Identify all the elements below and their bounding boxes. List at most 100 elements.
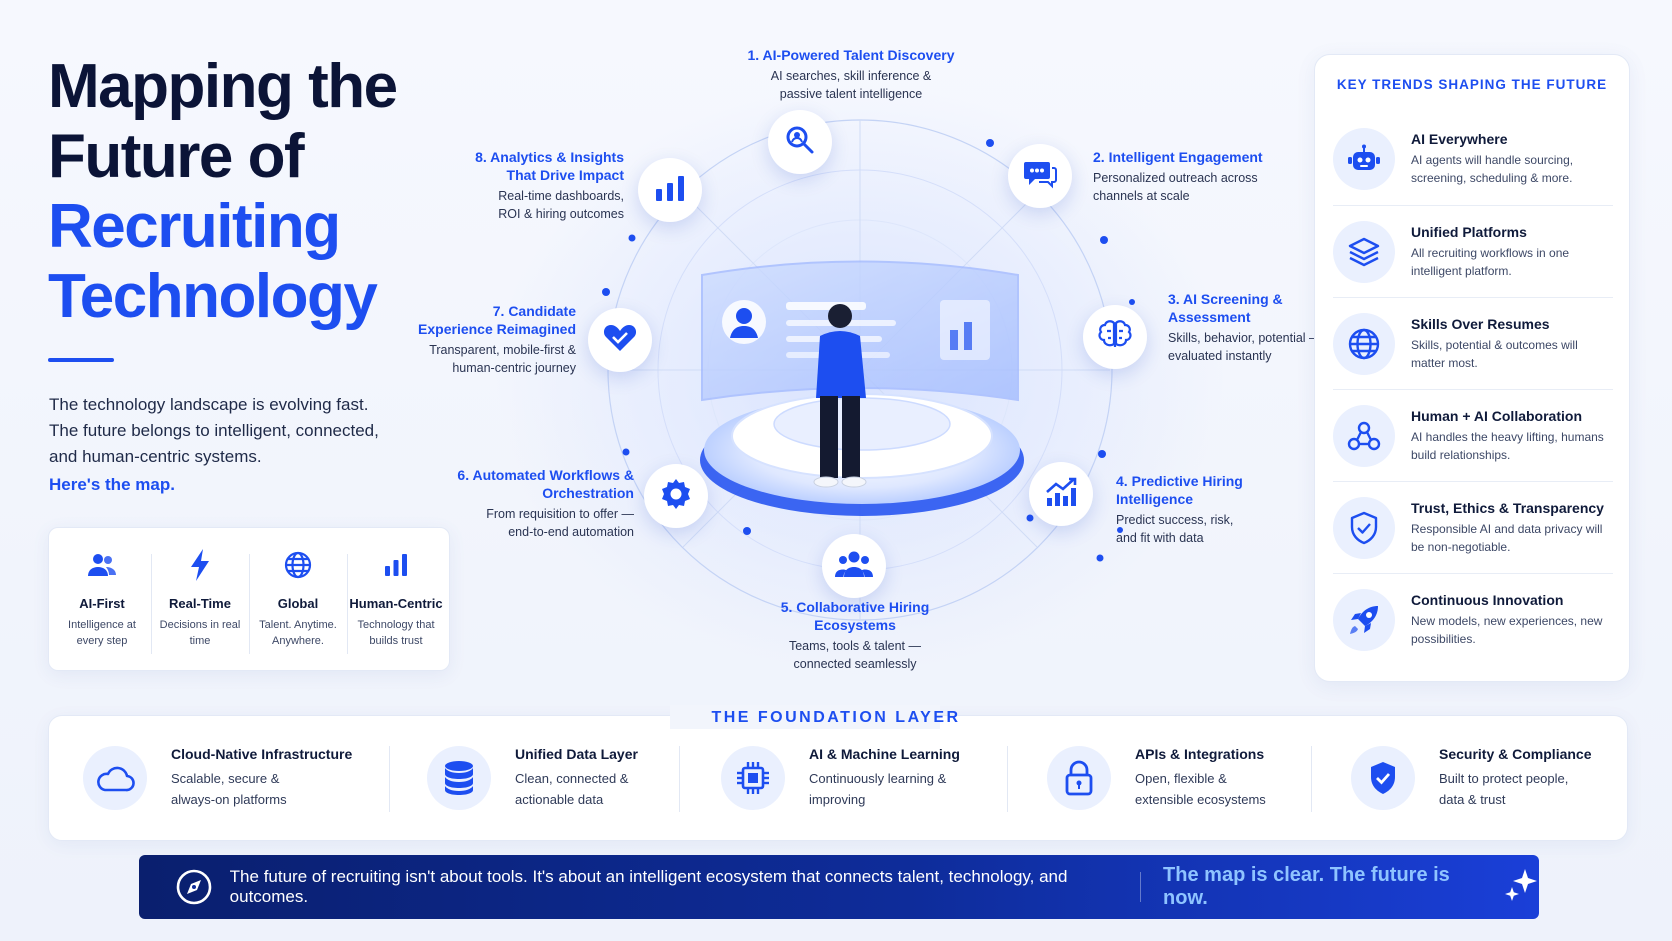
- foundation-item: Security & Compliance Built to protect p…: [1351, 746, 1592, 810]
- trend-title: Skills Over Resumes: [1411, 315, 1550, 332]
- foundation-title: AI & Machine Learning: [809, 746, 960, 762]
- pillar-real-time: Real-Time Decisions in real time: [151, 546, 249, 670]
- foundation-text: Scalable, secure & always-on platforms: [171, 771, 287, 807]
- foundation-divider: [389, 746, 390, 812]
- foundation-layer: Cloud-Native Infrastructure Scalable, se…: [48, 715, 1628, 841]
- node-title: 4. Predictive Hiring Intelligence: [1116, 473, 1243, 507]
- node-predictive[interactable]: [1029, 462, 1093, 526]
- key-trends-panel: KEY TRENDS SHAPING THE FUTURE AI Everywh…: [1314, 54, 1630, 682]
- node-collaborative[interactable]: [822, 534, 886, 598]
- trend-text: AI handles the heavy lifting, humans bui…: [1411, 429, 1604, 462]
- shield-check-icon: [1333, 496, 1395, 559]
- node-title: 7. Candidate Experience Reimagined: [418, 303, 576, 337]
- foundation-item: Unified Data Layer Clean, connected & ac…: [427, 746, 645, 810]
- node-workflows[interactable]: [644, 464, 708, 528]
- person-figure: [813, 304, 867, 488]
- trend-title: Continuous Innovation: [1411, 591, 1564, 608]
- trend-item: Unified Platforms All recruiting workflo…: [1333, 205, 1613, 297]
- title-line-2: Future of: [48, 122, 305, 191]
- node-engagement[interactable]: [1008, 144, 1072, 208]
- robot-icon: [1333, 128, 1395, 190]
- node-text: Real-time dashboards, ROI & hiring outco…: [498, 189, 624, 221]
- intro-cta: Here's the map.: [49, 475, 175, 494]
- pillar-title: Real-Time: [169, 596, 231, 611]
- node-candidate-experience[interactable]: [588, 308, 652, 372]
- analytics-icon: [654, 174, 686, 207]
- pillars-card: AI-First Intelligence at every step Real…: [48, 527, 450, 671]
- node-text: From requisition to offer — end-to-end a…: [486, 507, 634, 539]
- pillar-text: Talent. Anytime. Anywhere.: [259, 619, 337, 647]
- title-line-3: Recruiting: [48, 192, 341, 261]
- shield-icon: [1351, 746, 1415, 810]
- globe-icon: [1333, 312, 1395, 375]
- node-analytics[interactable]: [638, 158, 702, 222]
- banner-text: The future of recruiting isn't about too…: [229, 867, 1068, 906]
- node-screening[interactable]: [1083, 305, 1147, 369]
- foundation-item: AI & Machine Learning Continuously learn…: [721, 746, 960, 810]
- trend-item: AI Everywhere AI agents will handle sour…: [1333, 113, 1613, 205]
- node-text: Transparent, mobile-first & human-centri…: [429, 343, 576, 375]
- pillar-ai-first: AI-First Intelligence at every step: [53, 546, 151, 670]
- trends-heading: KEY TRENDS SHAPING THE FUTURE: [1336, 77, 1608, 92]
- globe-icon: [249, 546, 347, 584]
- foundation-divider: [1007, 746, 1008, 812]
- foundation-item: APIs & Integrations Open, flexible & ext…: [1047, 746, 1285, 810]
- users-icon: [53, 546, 151, 584]
- trend-title: Human + AI Collaboration: [1411, 407, 1582, 424]
- database-icon: [427, 746, 491, 810]
- trend-text: All recruiting workflows in one intellig…: [1411, 245, 1570, 278]
- trend-text: Skills, potential & outcomes will matter…: [1411, 337, 1578, 370]
- sparkle-icon: [1503, 867, 1539, 908]
- node-text: Predict success, risk, and fit with data: [1116, 513, 1234, 545]
- heart-icon: [603, 323, 637, 358]
- node-title: 5. Collaborative Hiring Ecosystems: [780, 599, 930, 633]
- foundation-text: Built to protect people, data & trust: [1439, 771, 1569, 807]
- trend-text: AI agents will handle sourcing, screenin…: [1411, 153, 1574, 185]
- trend-title: AI Everywhere: [1411, 131, 1508, 147]
- trend-title: Trust, Ethics & Transparency: [1411, 499, 1604, 516]
- bar-chart-icon: [347, 546, 445, 584]
- label-engagement: 2. Intelligent Engagement Personalized o…: [1093, 148, 1283, 205]
- foundation-heading: THE FOUNDATION LAYER: [711, 709, 961, 726]
- node-talent-discovery[interactable]: [768, 110, 832, 174]
- title-line-4: Technology: [48, 262, 378, 331]
- foundation-text: Open, flexible & extensible ecosystems: [1135, 771, 1266, 807]
- label-workflows: 6. Automated Workflows & Orchestration F…: [424, 466, 634, 541]
- label-collaborative: 5. Collaborative Hiring Ecosystems Teams…: [760, 598, 950, 673]
- lock-icon: [1047, 746, 1111, 810]
- label-analytics: 8. Analytics & Insights That Drive Impac…: [424, 148, 624, 223]
- search-icon: [784, 124, 816, 161]
- foundation-text: Clean, connected & actionable data: [515, 771, 629, 807]
- pillar-title: Human-Centric: [349, 596, 443, 611]
- trend-item: Human + AI Collaboration AI handles the …: [1333, 389, 1613, 481]
- label-candidate-experience: 7. Candidate Experience Reimagined Trans…: [380, 302, 576, 377]
- foundation-title: APIs & Integrations: [1135, 746, 1265, 762]
- foundation-heading-backdrop: [670, 705, 940, 729]
- brain-icon: [1098, 319, 1132, 356]
- label-talent-discovery: 1. AI-Powered Talent Discovery AI search…: [720, 46, 982, 103]
- cloud-icon: [83, 746, 147, 810]
- banner-cta: The map is clear. The future is now.: [1163, 864, 1450, 909]
- trend-item: Continuous Innovation New models, new ex…: [1333, 573, 1613, 665]
- team-icon: [835, 550, 873, 583]
- lightning-icon: [151, 546, 249, 584]
- node-title: 3. AI Screening & Assessment: [1168, 291, 1283, 325]
- network-icon: [1333, 404, 1395, 467]
- pillar-title: AI-First: [79, 596, 125, 611]
- ecosystem-diagram: 1. AI-Powered Talent Discovery AI search…: [418, 40, 1322, 680]
- trend-up-icon: [1044, 476, 1078, 513]
- label-screening: 3. AI Screening & Assessment Skills, beh…: [1168, 290, 1328, 365]
- trend-item: Trust, Ethics & Transparency Responsible…: [1333, 481, 1613, 573]
- trend-title: Unified Platforms: [1411, 223, 1527, 240]
- pillar-text: Intelligence at every step: [68, 619, 136, 647]
- node-text: Personalized outreach across channels at…: [1093, 171, 1258, 203]
- closing-banner: The future of recruiting isn't about too…: [139, 855, 1539, 919]
- pillar-text: Decisions in real time: [159, 619, 241, 647]
- intro-text: The technology landscape is evolving fas…: [49, 395, 379, 466]
- pillar-global: Global Talent. Anytime. Anywhere.: [249, 546, 347, 670]
- title-line-1: Mapping the: [48, 52, 398, 121]
- trend-text: Responsible AI and data privacy will be …: [1411, 521, 1603, 554]
- foundation-divider: [1311, 746, 1312, 812]
- chat-icon: [1023, 159, 1057, 194]
- node-text: AI searches, skill inference & passive t…: [770, 69, 932, 101]
